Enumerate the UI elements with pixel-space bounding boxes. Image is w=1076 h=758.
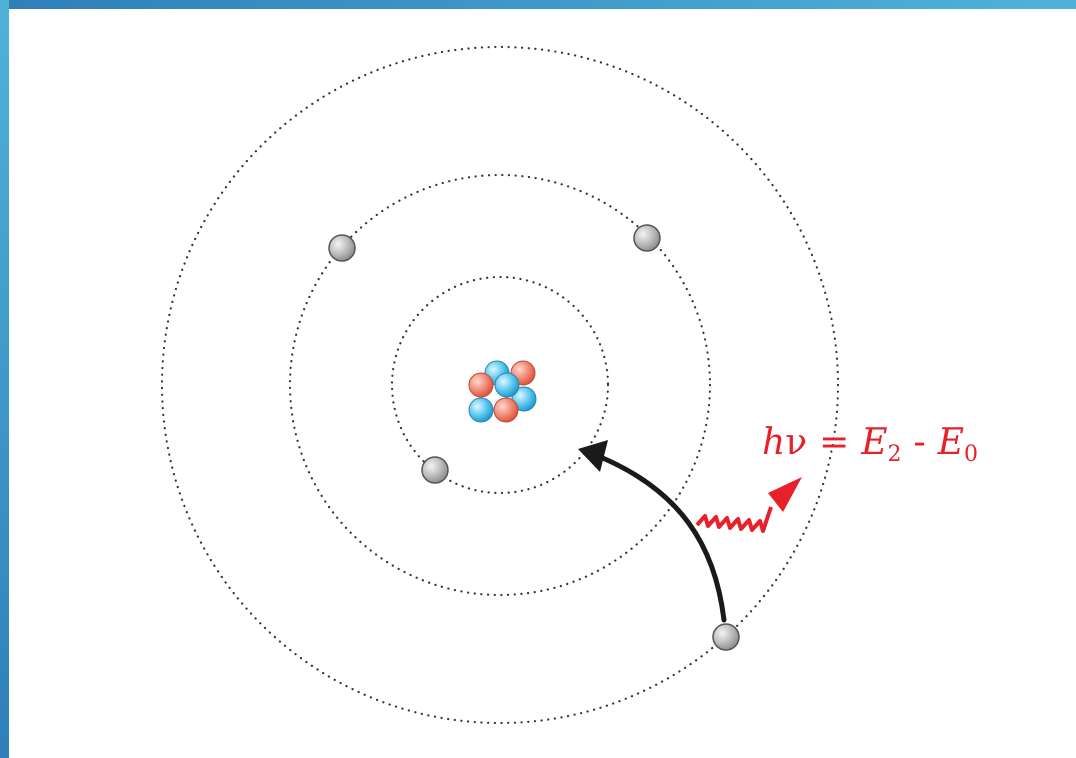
orbit-middle <box>288 173 712 597</box>
formula-nu: ν <box>785 422 808 463</box>
formula-h: h <box>762 422 786 463</box>
frame-left-bar <box>0 0 9 758</box>
formula-e-upper: E <box>861 422 888 463</box>
neutron <box>511 386 537 412</box>
electron <box>328 234 356 262</box>
frame-top-bar <box>0 0 1076 9</box>
orbit-inner <box>390 275 610 495</box>
transition-arrow <box>578 440 727 623</box>
neutron <box>468 397 494 423</box>
formula-e-lower: E <box>937 422 964 463</box>
neutron <box>494 372 520 398</box>
electron-transitioning <box>712 623 740 651</box>
energy-formula: hν=E2-E0 <box>762 425 978 466</box>
photon-icon <box>695 477 802 533</box>
formula-equals: = <box>819 422 850 463</box>
electron <box>633 224 661 252</box>
formula-minus: - <box>913 422 926 463</box>
formula-e-lower-sub: 0 <box>963 442 978 467</box>
proton <box>468 372 494 398</box>
nucleus <box>468 360 537 423</box>
electron <box>421 456 449 484</box>
orbit-outer <box>160 45 840 725</box>
proton <box>493 397 519 423</box>
formula-e-upper-sub: 2 <box>887 442 902 467</box>
